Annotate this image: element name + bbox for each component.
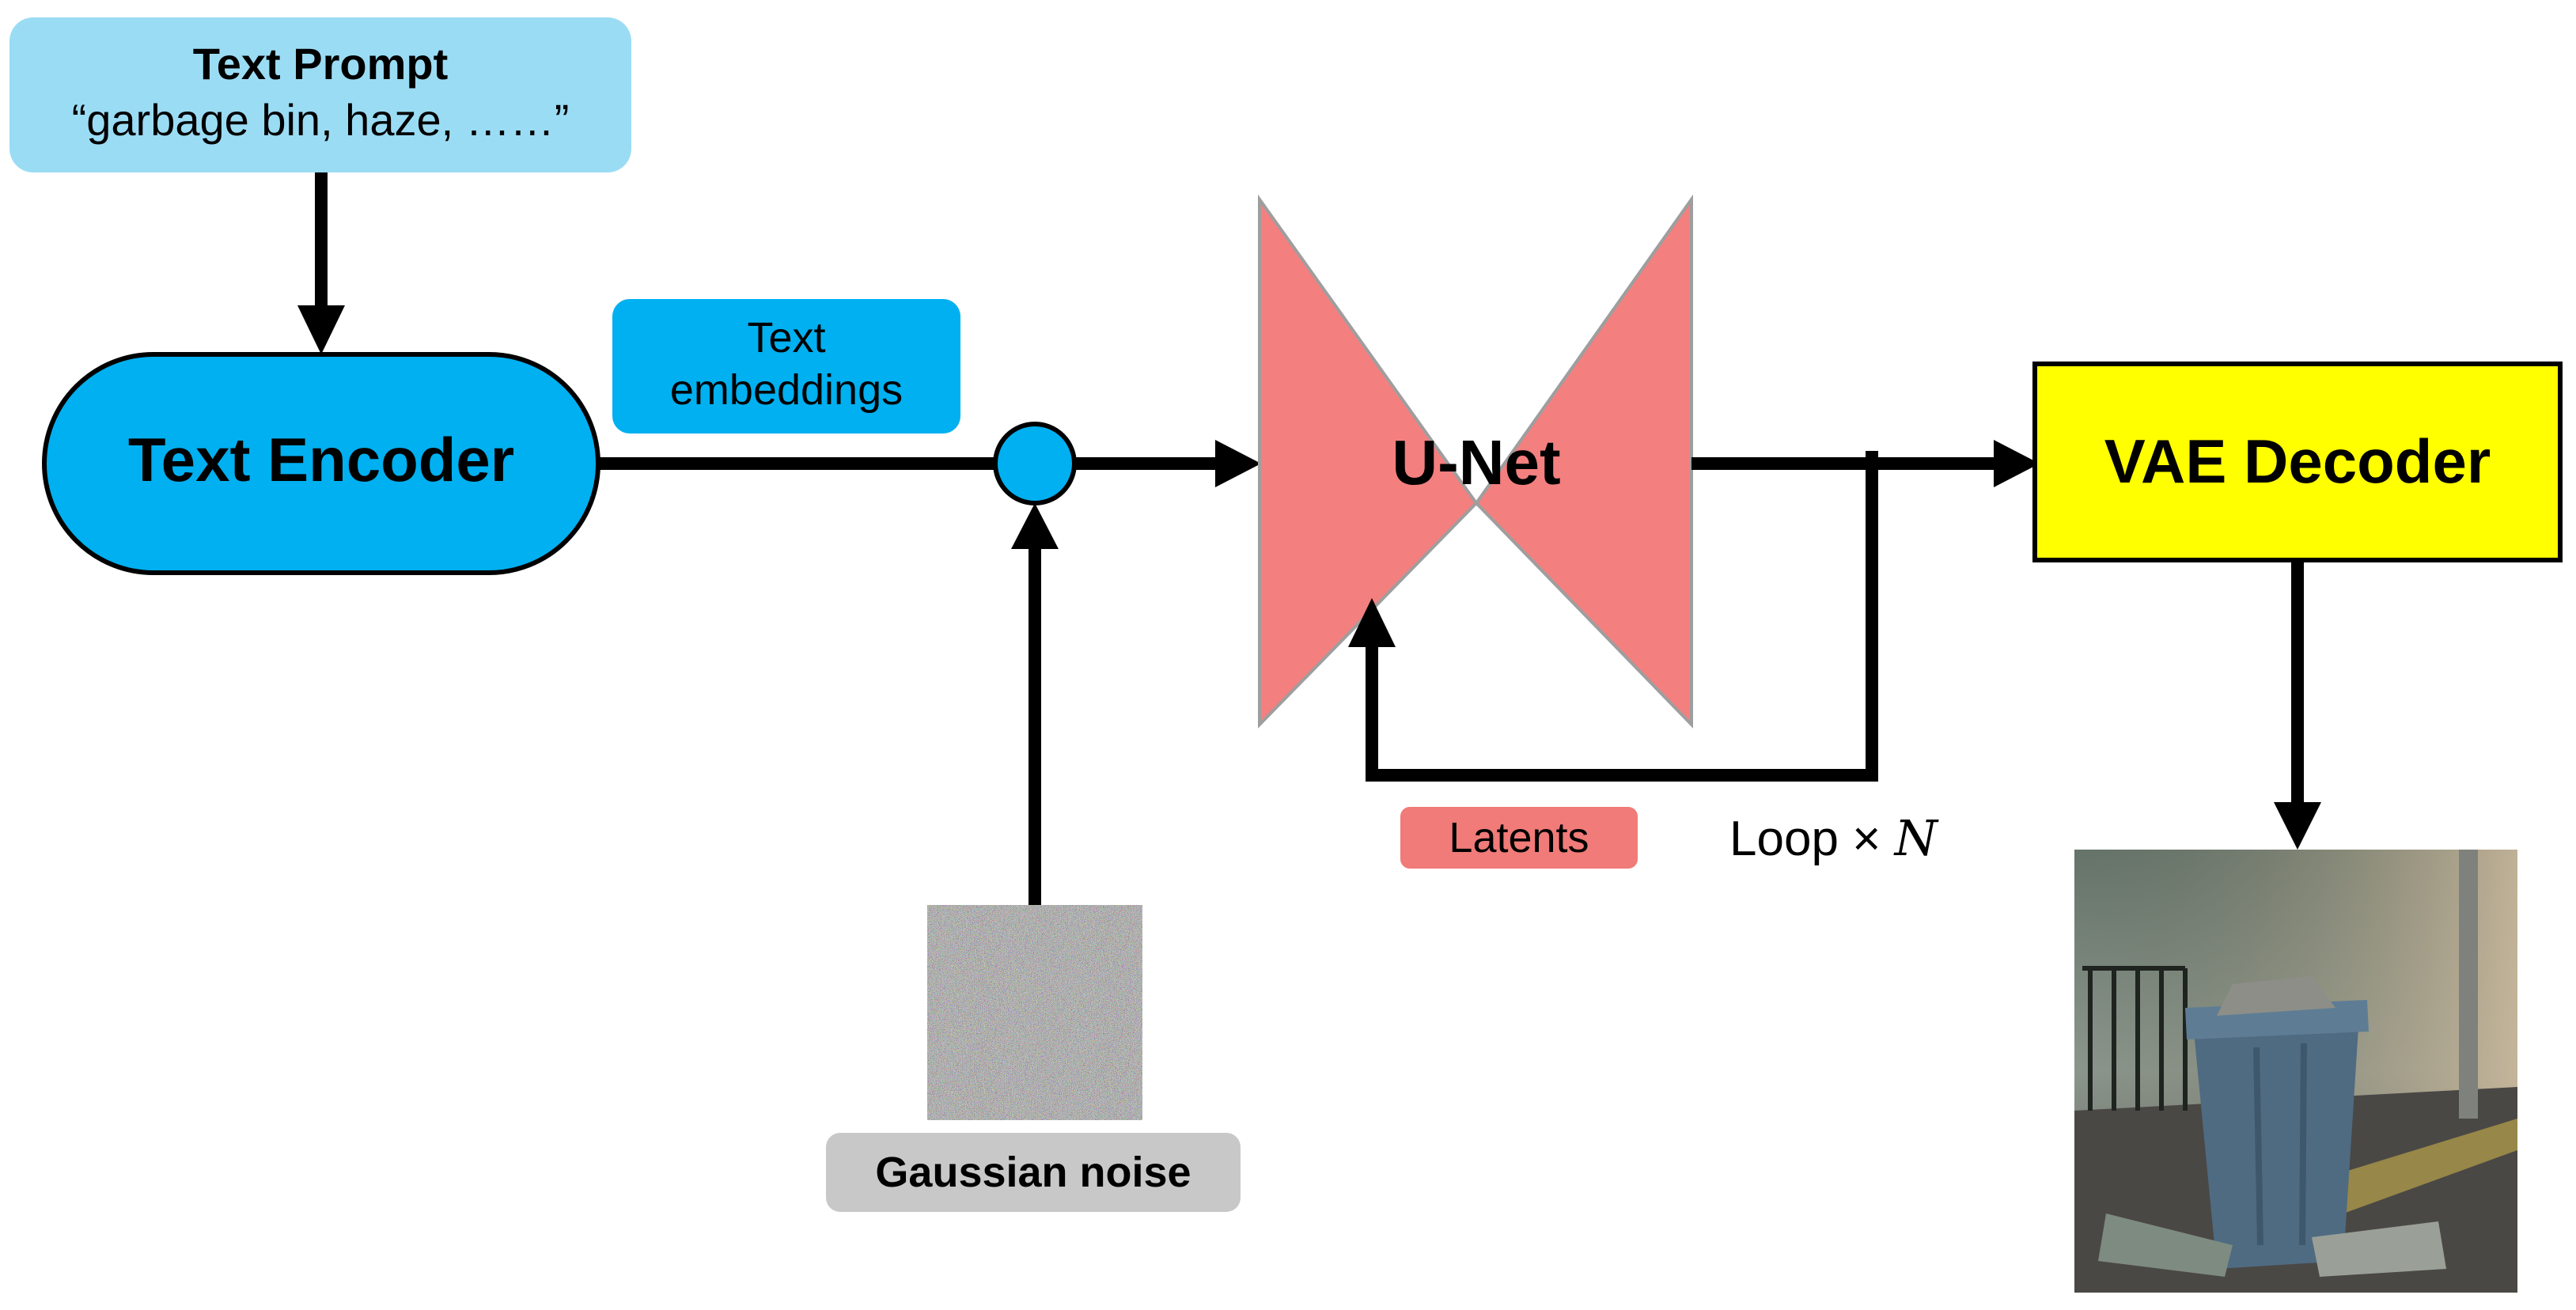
- prompt-to-encoder-arrow: [297, 172, 345, 354]
- join-circle: [993, 422, 1077, 505]
- gaussian-noise-label: Gaussian noise: [826, 1133, 1241, 1212]
- loop-back-arrow: [1348, 451, 1878, 782]
- unet-block: [1258, 194, 1693, 729]
- text-embeddings-line1: Text: [747, 314, 826, 362]
- text-prompt-box: Text Prompt “garbage bin, haze, ……”: [9, 17, 631, 172]
- loop-count-label: Loop × N: [1729, 808, 1938, 869]
- unet-label: U-Net: [1392, 427, 1560, 498]
- text-prompt-content: “garbage bin, haze, ……”: [71, 95, 570, 145]
- unet-to-decoder-arrow: [1691, 440, 2040, 487]
- generated-output-image: [2074, 850, 2517, 1293]
- text-encoder-label: Text Encoder: [128, 425, 514, 494]
- gaussian-noise-image: [927, 905, 1142, 1120]
- loop-text: Loop ×: [1729, 812, 1895, 866]
- text-embeddings-label: Text embeddings: [612, 299, 960, 434]
- decoder-to-output-arrow: [2274, 560, 2321, 850]
- text-embeddings-line2: embeddings: [669, 366, 903, 414]
- latents-label: Latents: [1400, 807, 1638, 869]
- text-prompt-title: Text Prompt: [192, 39, 449, 89]
- noise-to-join-arrow: [1011, 503, 1059, 905]
- join-to-unet-arrow: [1074, 440, 1261, 487]
- vae-decoder-label: VAE Decoder: [2104, 426, 2491, 496]
- loop-n: N: [1894, 809, 1938, 867]
